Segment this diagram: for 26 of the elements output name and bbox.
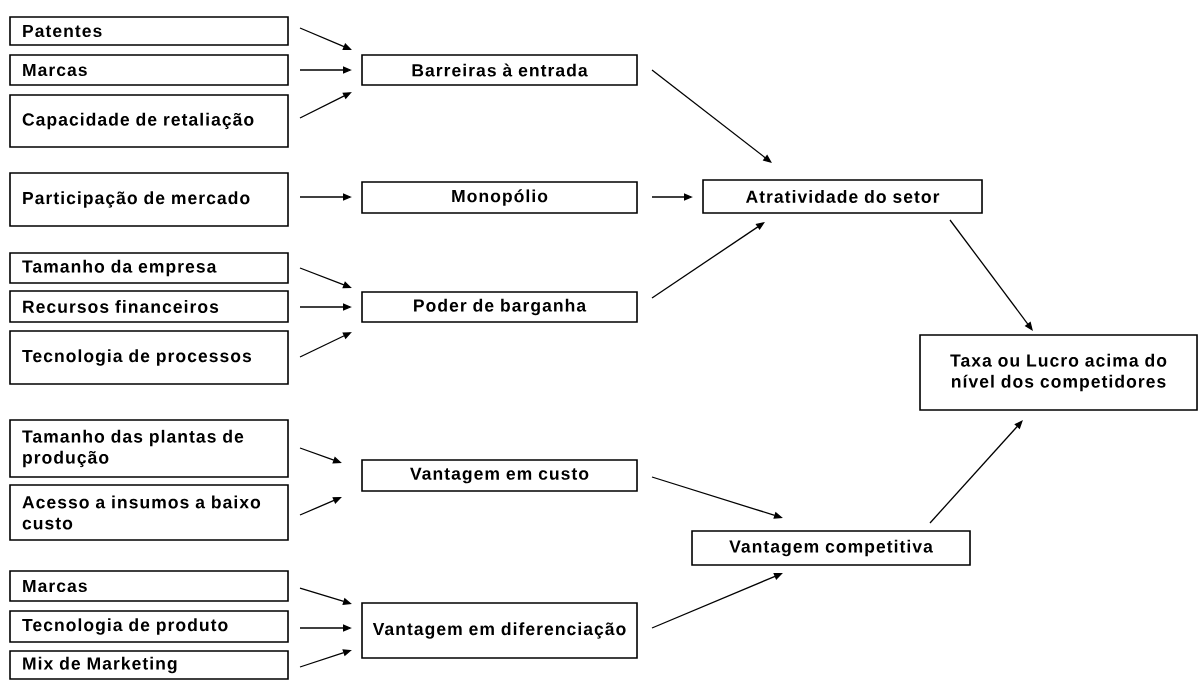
arrow (299, 332, 352, 358)
process-box: Atratividade do setor (702, 179, 983, 214)
process-box: Poder de barganha (361, 291, 638, 323)
process-box: Marcas (9, 570, 289, 602)
process-box: Tecnologia de produto (9, 610, 289, 643)
process-box: Taxa ou Lucro acima do nível dos competidores (919, 334, 1198, 411)
process-box: Vantagem em custo (361, 459, 638, 492)
process-box: Tamanho da empresa (9, 252, 289, 284)
arrow (299, 92, 352, 119)
process-box: Mix de Marketing (9, 650, 289, 680)
process-box: Acesso a insumos a baixo custo (9, 484, 289, 541)
process-box: Barreiras à entrada (361, 54, 638, 86)
process-box: Participação de mercado (9, 172, 289, 227)
process-box: Vantagem competitiva (691, 530, 971, 566)
arrow (949, 219, 1033, 331)
process-box: Tamanho das plantas de produção (9, 419, 289, 478)
arrow (651, 69, 772, 163)
process-box: Patentes (9, 16, 289, 46)
process-box: Capacidade de retaliação (9, 94, 289, 148)
process-box: Monopólio (361, 181, 638, 214)
process-box: Vantagem em diferenciação (361, 602, 638, 659)
arrow (929, 420, 1023, 524)
arrow (651, 222, 765, 299)
process-box: Recursos financeiros (9, 290, 289, 323)
process-box: Marcas (9, 54, 289, 86)
process-box: Tecnologia de processos (9, 330, 289, 385)
